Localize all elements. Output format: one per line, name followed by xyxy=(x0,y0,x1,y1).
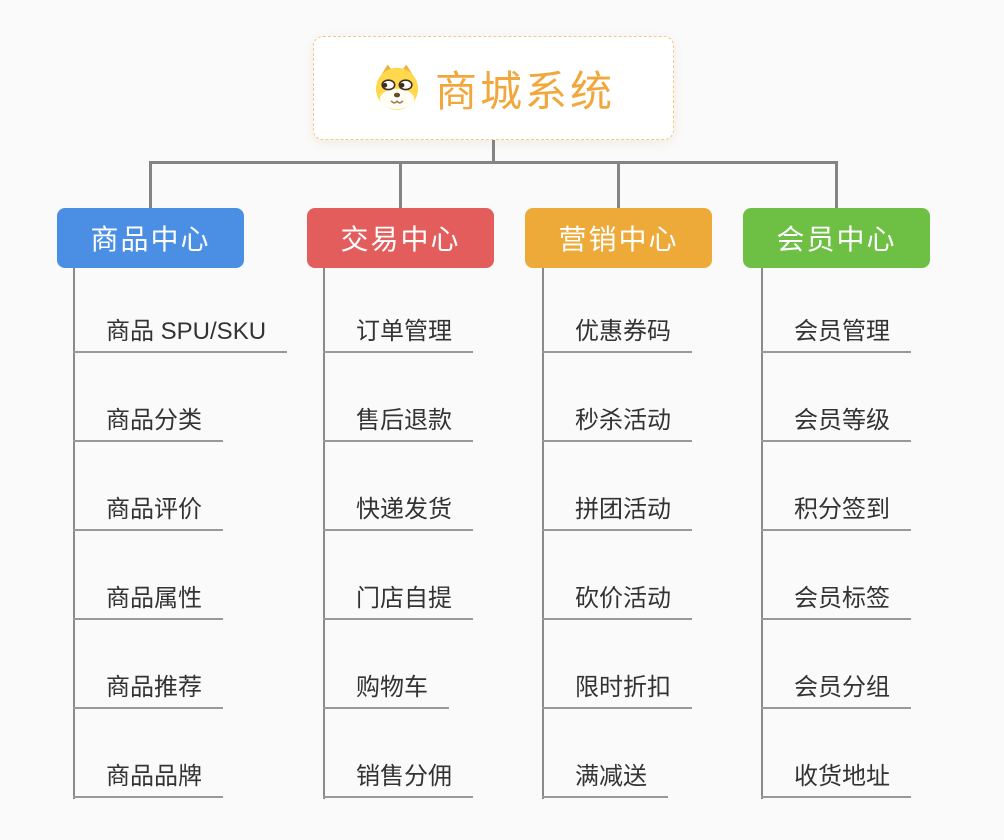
branch-box-member-center[interactable]: 会员中心 xyxy=(743,208,930,268)
leaf-node[interactable]: 购物车 xyxy=(323,672,449,709)
leaf-node[interactable]: 会员标签 xyxy=(761,583,911,620)
dog-icon xyxy=(372,63,422,113)
leaf-node[interactable]: 销售分佣 xyxy=(323,761,473,798)
trunk-trade-center xyxy=(323,268,325,799)
leaf-node[interactable]: 快递发货 xyxy=(323,494,473,531)
leaf-node[interactable]: 商品品牌 xyxy=(73,761,223,798)
leaf-node[interactable]: 商品属性 xyxy=(73,583,223,620)
trunk-product-center xyxy=(73,268,75,799)
branch-label-marketing-center: 营销中心 xyxy=(558,224,679,255)
branch-box-marketing-center[interactable]: 营销中心 xyxy=(525,208,712,268)
connector-root-drop xyxy=(492,140,495,164)
leaf-node[interactable]: 商品评价 xyxy=(73,494,223,531)
leaf-node[interactable]: 优惠券码 xyxy=(542,316,692,353)
trunk-marketing-center xyxy=(542,268,544,799)
connector-branch-drop-trade-center xyxy=(399,163,402,208)
leaf-node[interactable]: 会员分组 xyxy=(761,672,911,709)
leaf-node[interactable]: 拼团活动 xyxy=(542,494,692,531)
leaf-node[interactable]: 门店自提 xyxy=(323,583,473,620)
connector-branch-drop-member-center xyxy=(835,163,838,208)
leaf-node[interactable]: 收货地址 xyxy=(761,761,911,798)
connector-horizontal-rail xyxy=(149,161,838,164)
leaf-node[interactable]: 积分签到 xyxy=(761,494,911,531)
branch-label-product-center: 商品中心 xyxy=(90,224,211,255)
connector-branch-drop-marketing-center xyxy=(617,163,620,208)
root-node[interactable]: 商城系统 xyxy=(313,36,674,140)
leaf-node[interactable]: 订单管理 xyxy=(323,316,473,353)
leaf-node[interactable]: 会员等级 xyxy=(761,405,911,442)
root-title: 商城系统 xyxy=(434,67,615,115)
branch-box-trade-center[interactable]: 交易中心 xyxy=(307,208,494,268)
leaf-node[interactable]: 商品分类 xyxy=(73,405,223,442)
leaf-node[interactable]: 商品 SPU/SKU xyxy=(73,316,288,353)
branch-box-product-center[interactable]: 商品中心 xyxy=(57,208,244,268)
branch-label-member-center: 会员中心 xyxy=(776,224,897,255)
leaf-node[interactable]: 砍价活动 xyxy=(542,583,692,620)
branch-label-trade-center: 交易中心 xyxy=(340,224,461,255)
leaf-node[interactable]: 售后退款 xyxy=(323,405,473,442)
leaf-node[interactable]: 秒杀活动 xyxy=(542,405,692,442)
trunk-member-center xyxy=(761,268,763,799)
connector-branch-drop-product-center xyxy=(149,163,152,208)
leaf-node[interactable]: 会员管理 xyxy=(761,316,911,353)
leaf-node[interactable]: 满减送 xyxy=(542,761,668,798)
leaf-node[interactable]: 限时折扣 xyxy=(542,672,692,709)
leaf-node[interactable]: 商品推荐 xyxy=(73,672,223,709)
